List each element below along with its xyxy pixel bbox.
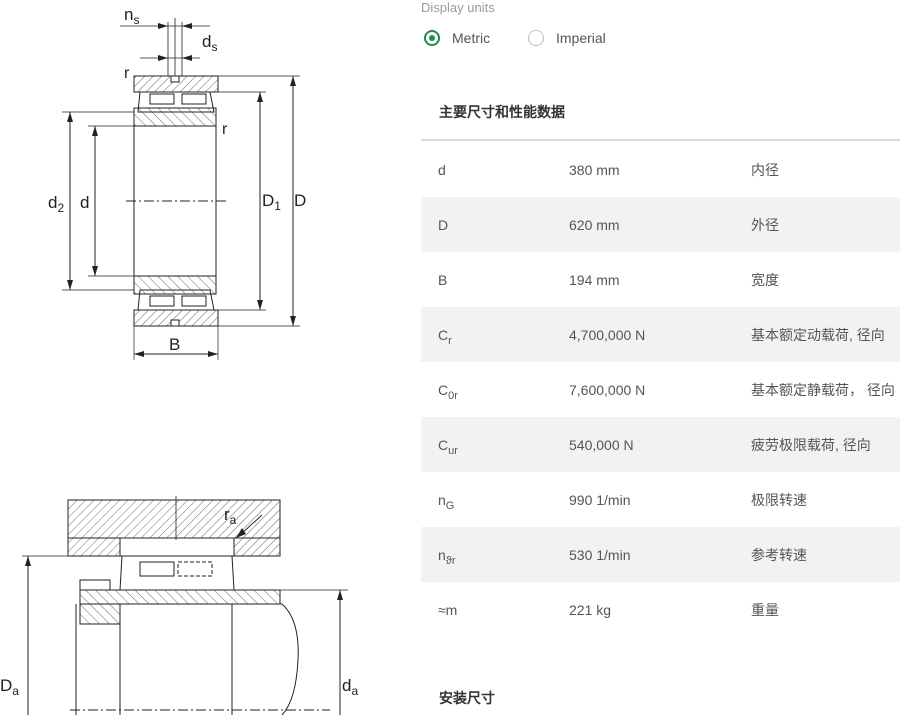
- table-row: ≈m 221 kg 重量: [421, 582, 900, 637]
- table-row: d 380 mm 内径: [421, 142, 900, 197]
- spec-symbol: d: [421, 142, 569, 197]
- bearing-drawings: ns ds r r d2 d D1 D B: [0, 0, 420, 715]
- label-D1: D1: [262, 191, 281, 213]
- label-da: da: [342, 676, 358, 698]
- spec-description: 外径: [751, 197, 900, 252]
- spec-symbol-subscript: ϑr: [445, 554, 456, 567]
- label-d2: d2: [48, 193, 64, 215]
- table-row: B 194 mm 宽度: [421, 252, 900, 307]
- mounting-section-view: [22, 496, 348, 715]
- spec-description: 疲劳极限载荷, 径向: [751, 417, 900, 472]
- imperial-radio-label: Imperial: [556, 30, 606, 46]
- spec-value: 380 mm: [569, 161, 620, 178]
- spec-symbol: Cr: [421, 307, 569, 362]
- spec-symbol: B: [421, 252, 569, 307]
- spec-description: 宽度: [751, 271, 779, 288]
- spec-value: 221 kg: [569, 601, 612, 618]
- spec-symbol: nϑr: [421, 527, 569, 582]
- spec-description: 极限转速: [751, 491, 807, 508]
- spec-symbol-subscript: r: [448, 334, 452, 347]
- spec-symbol-subscript: G: [445, 499, 455, 512]
- spec-symbol-main: B: [438, 271, 448, 288]
- spec-symbol-main: C: [438, 326, 449, 343]
- radio-unselected-icon: [528, 30, 544, 46]
- spec-symbol: Cur: [421, 417, 569, 472]
- label-Da: Da: [0, 676, 19, 698]
- spec-symbol-main: C: [438, 381, 449, 398]
- spec-value: 194 mm: [569, 271, 620, 288]
- metric-radio-label: Metric: [452, 30, 491, 46]
- spec-description: 基本额定动载荷, 径向: [751, 307, 900, 362]
- label-r-top: r: [124, 65, 130, 82]
- section-divider: [421, 139, 900, 141]
- spec-description: 参考转速: [751, 527, 900, 582]
- spec-symbol: nG: [421, 472, 569, 527]
- spec-symbol-subscript: ur: [448, 444, 458, 457]
- imperial-radio[interactable]: Imperial: [528, 30, 606, 46]
- mounting-dimensions-title: 安装尺寸: [439, 690, 495, 706]
- bearing-section-view: [62, 18, 300, 360]
- spec-symbol-main: D: [438, 216, 449, 233]
- display-units-label: Display units: [421, 0, 495, 15]
- spec-value: 7,600,000 N: [569, 381, 646, 398]
- label-D: D: [294, 191, 306, 210]
- spec-value: 530 1/min: [569, 527, 751, 582]
- spec-symbol: D: [421, 197, 569, 252]
- spec-symbol-main: n: [438, 491, 446, 508]
- spec-description: 基本额定静载荷， 径向: [751, 381, 895, 398]
- spec-symbol: ≈m: [421, 582, 569, 637]
- dimension-arrows: [67, 23, 296, 357]
- label-ds: ds: [202, 32, 217, 54]
- mounting-arrows: [25, 528, 343, 600]
- label-r-right: r: [222, 121, 228, 138]
- spec-symbol-main: d: [438, 161, 446, 178]
- spec-symbol: C0r: [421, 362, 569, 417]
- spec-symbol-subscript: 0r: [448, 389, 458, 402]
- spec-description: 内径: [751, 161, 779, 178]
- label-ra: ra: [224, 505, 237, 527]
- main-dimensions-title: 主要尺寸和性能数据: [439, 104, 565, 120]
- spec-value: 990 1/min: [569, 491, 631, 508]
- spec-value: 540,000 N: [569, 417, 751, 472]
- spec-symbol-main: ≈m: [438, 601, 458, 618]
- spec-value: 620 mm: [569, 197, 751, 252]
- label-B: B: [169, 335, 180, 354]
- spec-symbol-main: n: [438, 546, 446, 563]
- label-d: d: [80, 193, 89, 212]
- label-ns: ns: [124, 5, 139, 27]
- spec-value: 4,700,000 N: [569, 307, 751, 362]
- metric-radio[interactable]: Metric: [424, 30, 490, 46]
- spec-description: 重量: [751, 601, 779, 618]
- spec-symbol-main: C: [438, 436, 449, 453]
- bearing-dimension-drawing: ns ds r r d2 d D1 D B: [0, 5, 358, 715]
- radio-selected-icon: [424, 30, 440, 46]
